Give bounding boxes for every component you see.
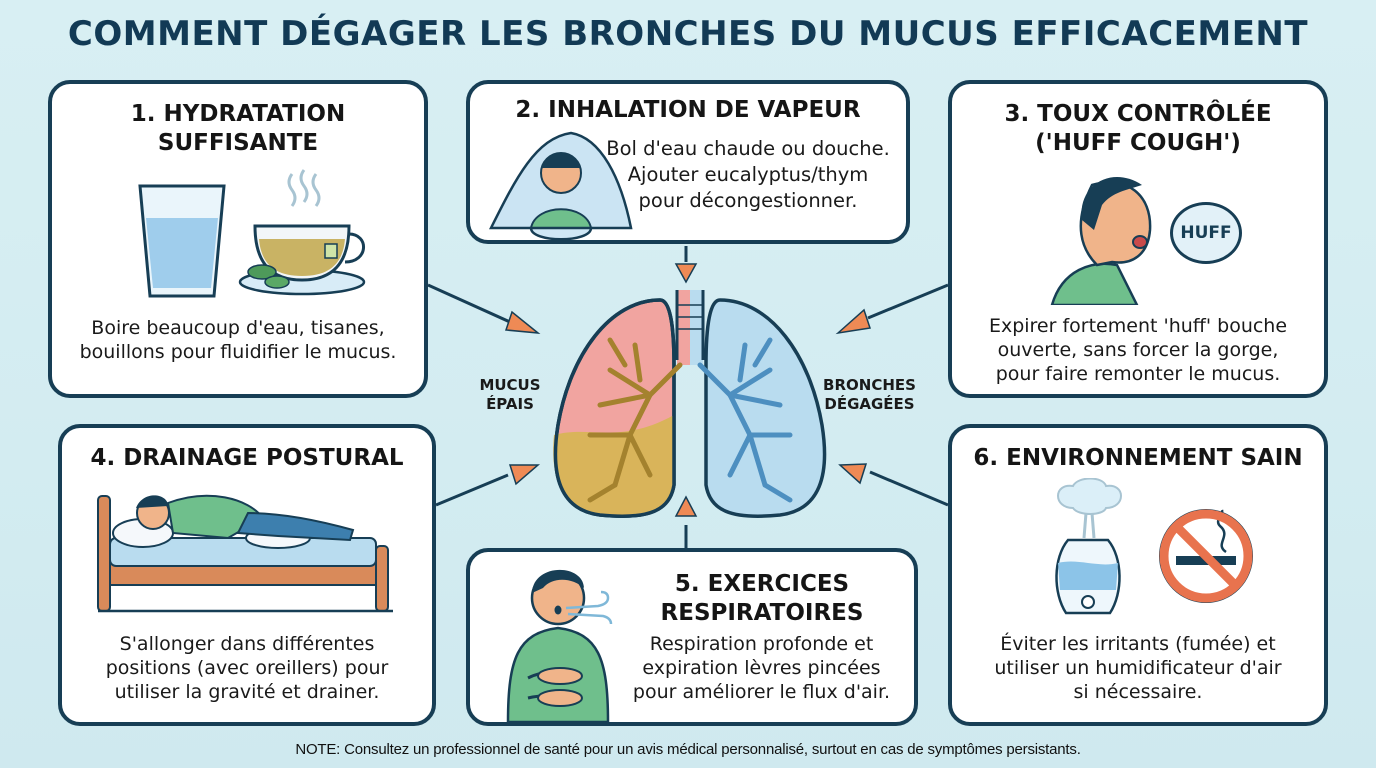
title-line: 1. HYDRATATION [130,101,346,127]
text-line: utiliser la gravité et drainer. [114,681,380,703]
title-line: SUFFISANTE [157,130,319,156]
herbal-tea-cup-icon [238,169,366,296]
mucus-thick-label: MUCUS ÉPAIS [470,376,550,414]
person-huff-cough-icon [1050,177,1152,305]
label-line: BRONCHES [823,376,916,394]
text-line: pour décongestionner. [638,189,858,212]
text-line: Expirer fortement 'huff' bouche [988,315,1288,337]
disclaimer-note: NOTE: Consultez un professionnel de sant… [295,741,1081,758]
text-line: si nécessaire. [1073,681,1203,703]
label-line: ÉPAIS [486,395,534,413]
card-description: Bol d'eau chaude ou douche. Ajouter euca… [598,136,898,214]
card-description: Éviter les irritants (fumée) et utiliser… [952,632,1324,704]
title-line: ('HUFF COUGH') [1035,130,1241,156]
card-description: S'allonger dans différentes positions (a… [62,632,432,704]
humidifier-icon [1055,478,1122,615]
title-line: 3. TOUX CONTRÔLÉE [1004,101,1272,127]
label-line: MUCUS [479,376,541,394]
page-title: COMMENT DÉGAGER LES BRONCHES DU MUCUS EF… [67,14,1309,54]
lungs-illustration [553,290,827,518]
card-postural-drainage: 4. DRAINAGE POSTURAL S'allonger dans dif… [58,424,436,726]
card-breathing-exercises: 5. EXERCICES RESPIRATOIRES Respiration p… [466,548,918,726]
text-line: utiliser un humidificateur d'air [994,657,1282,679]
cleared-bronchi-label: BRONCHES DÉGAGÉES [822,376,917,414]
title-line: RESPIRATOIRES [660,600,864,626]
card-description: Respiration profonde et expiration lèvre… [615,632,908,704]
person-lying-bed-icon [97,494,393,613]
card-title: 4. DRAINAGE POSTURAL [90,445,404,471]
text-line: positions (avec oreillers) pour [105,657,389,679]
card-steam-inhalation: 2. INHALATION DE VAPEUR Bol d'eau chaude… [466,80,910,244]
no-smoking-icon [1159,509,1253,603]
water-glass-icon [138,184,226,298]
card-title: 5. EXERCICES RESPIRATOIRES [620,570,904,628]
text-line: pour améliorer le flux d'air. [632,681,891,703]
text-line: S'allonger dans différentes [119,633,375,655]
text-line: Respiration profonde et [649,633,874,655]
steam-inhalation-person-icon [488,131,633,241]
card-title: 2. INHALATION DE VAPEUR [515,97,861,123]
text-line: Éviter les irritants (fumée) et [1000,633,1276,655]
card-description: Boire beaucoup d'eau, tisanes, bouillons… [52,316,424,364]
card-title: 6. ENVIRONNEMENT SAIN [973,445,1303,471]
card-description: Expirer fortement 'huff' bouche ouverte,… [952,314,1324,386]
text-line: ouverte, sans forcer la gorge, [997,339,1279,361]
text-line: Ajouter eucalyptus/thym [627,163,869,186]
card-healthy-environment: 6. ENVIRONNEMENT SAIN Éviter les irritan… [948,424,1328,726]
person-breathing-icon [506,569,613,722]
speech-bubble-icon: HUFF [1170,202,1242,264]
card-title: 1. HYDRATATION SUFFISANTE [52,100,424,158]
card-hydration: 1. HYDRATATION SUFFISANTE Boire beaucoup… [48,80,428,398]
card-huff-cough: 3. TOUX CONTRÔLÉE ('HUFF COUGH') HUFF Ex… [948,80,1328,398]
text-line: expiration lèvres pincées [642,657,881,679]
label-line: DÉGAGÉES [824,395,915,413]
text-line: Boire beaucoup d'eau, tisanes, [91,317,385,339]
card-title: 3. TOUX CONTRÔLÉE ('HUFF COUGH') [952,100,1324,158]
text-line: Bol d'eau chaude ou douche. [606,137,890,160]
text-line: bouillons pour fluidifier le mucus. [79,341,397,363]
text-line: pour faire remonter le mucus. [995,363,1281,385]
title-line: 5. EXERCICES [674,571,850,597]
